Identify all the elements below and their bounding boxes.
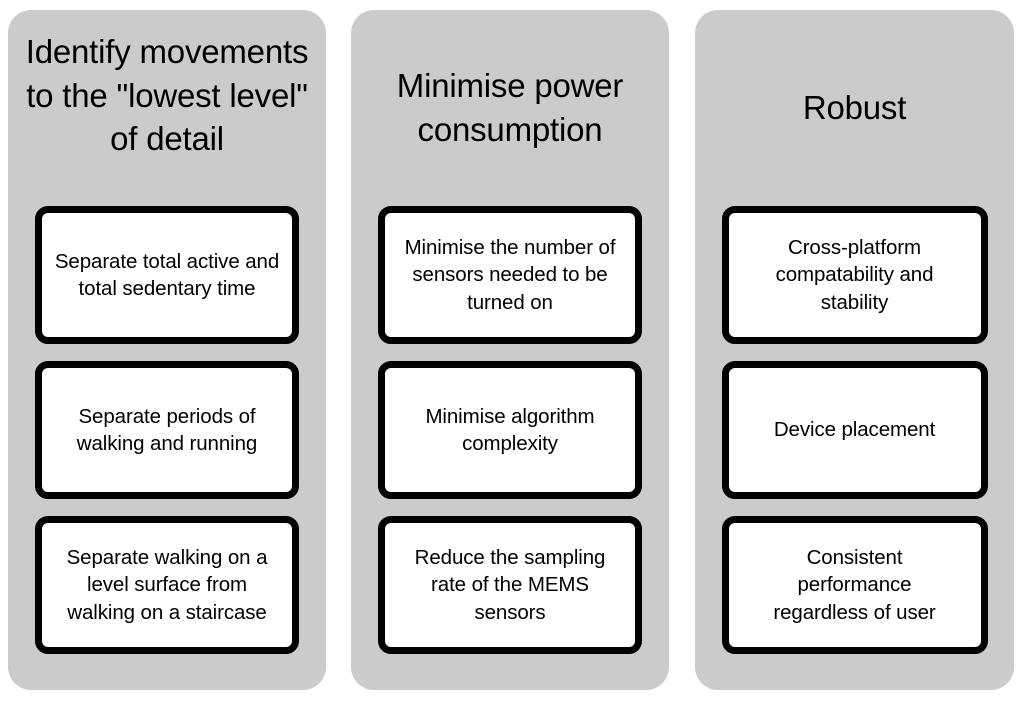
requirement-card-fewer-sensors[interactable]: Minimise the number of sensors needed to… <box>378 206 642 344</box>
card-list-lowest-level-detail: Separate total active and total sedentar… <box>8 206 326 690</box>
requirement-card-algorithm-complexity[interactable]: Minimise algorithm complexity <box>378 361 642 499</box>
column-header-robust: Robust <box>802 89 907 127</box>
requirement-card-device-placement[interactable]: Device placement <box>721 361 988 499</box>
requirement-card-label: Device placement <box>773 418 936 442</box>
requirement-card-label: Reduce the sampling rate of the MEMS sen… <box>414 546 606 624</box>
requirement-card-label: Minimise the number of sensors needed to… <box>404 236 616 314</box>
requirement-card-active-sedentary[interactable]: Separate total active and total sedentar… <box>35 206 299 344</box>
requirement-card-label: Separate walking on a level surface from… <box>66 546 268 624</box>
requirement-card-consistent-performance[interactable]: Consistent performance regardless of use… <box>721 516 988 654</box>
requirement-card-label: Separate total active and total sedentar… <box>54 249 280 300</box>
column-header-minimise-power: Minimise power consumption <box>396 67 624 148</box>
requirement-card-label: Consistent performance regardless of use… <box>773 546 936 624</box>
column-header-lowest-level-detail: Identify movements to the "lowest level"… <box>25 33 309 158</box>
requirement-card-label: Cross-platform compatability and stabili… <box>775 236 934 314</box>
requirement-card-label: Separate periods of walking and running <box>76 404 258 455</box>
requirement-column-robust: Robust Cross-platform compatability and … <box>695 10 1014 690</box>
requirement-card-sampling-rate[interactable]: Reduce the sampling rate of the MEMS sen… <box>378 516 642 654</box>
requirement-card-walking-running[interactable]: Separate periods of walking and running <box>35 361 299 499</box>
requirement-card-level-vs-staircase[interactable]: Separate walking on a level surface from… <box>35 516 299 654</box>
requirement-column-minimise-power: Minimise power consumption Minimise the … <box>351 10 669 690</box>
requirement-column-lowest-level-detail: Identify movements to the "lowest level"… <box>8 10 326 690</box>
card-list-minimise-power: Minimise the number of sensors needed to… <box>351 206 669 690</box>
requirement-card-label: Minimise algorithm complexity <box>425 404 595 455</box>
requirement-card-cross-platform[interactable]: Cross-platform compatability and stabili… <box>721 206 988 344</box>
card-list-robust: Cross-platform compatability and stabili… <box>695 206 1014 690</box>
